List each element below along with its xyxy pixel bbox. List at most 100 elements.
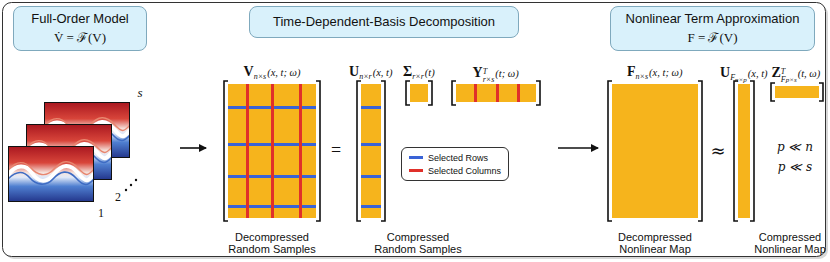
matrix-fill	[612, 84, 698, 218]
superscript: T	[781, 68, 786, 76]
matrix-block: YTr×s(t; ω)	[455, 63, 537, 102]
equals-sign: =	[331, 140, 341, 161]
approx-sign: ≈	[710, 140, 725, 161]
legend-swatch	[409, 156, 423, 159]
ellipsis-dot	[125, 189, 127, 191]
bracket	[750, 81, 754, 221]
script-stack: Tr×s	[483, 68, 495, 84]
subscript: p×s	[786, 76, 797, 84]
matrix-block: Vn×s(x, t; ω)	[227, 62, 317, 218]
matrix-symbol: U	[349, 64, 359, 79]
matrix-label: UFn×p(x, t)	[720, 63, 768, 89]
matrix-block: Fn×s(x, t; ω)	[611, 62, 699, 218]
bracket	[381, 81, 385, 221]
matrix-arguments: (t; ω)	[495, 68, 518, 79]
stack-index: 2	[115, 190, 121, 205]
outer-frame	[3, 3, 826, 257]
selected-column	[271, 84, 274, 218]
matrix-symbol: F	[627, 64, 636, 79]
flow-arrow	[558, 147, 598, 149]
bracket	[698, 81, 702, 221]
panel-caption: Decompressed Random Samples	[222, 231, 322, 255]
selected-row	[361, 205, 381, 208]
bracket	[316, 81, 320, 221]
rank-condition: p ≪ s	[778, 160, 812, 174]
matrix-fill	[361, 84, 381, 218]
ellipsis-dot	[130, 184, 132, 186]
matrix-label: YTr×s(t; ω)	[473, 63, 519, 84]
selected-column	[474, 84, 477, 102]
legend-row: Selected Rows	[409, 151, 501, 164]
matrix-arguments: (x, t; ω)	[649, 67, 682, 78]
matrix-fill	[456, 84, 536, 102]
section-header: Full-Order Model V̇ = ℱ(V)	[13, 6, 147, 51]
bracket	[536, 81, 540, 105]
selected-column	[496, 84, 499, 102]
header-title: Nonlinear Term Approximation	[626, 11, 800, 27]
script-stack: TF	[781, 68, 786, 84]
subscript: n×p	[735, 76, 747, 84]
bracket	[428, 81, 432, 105]
flow-arrow	[180, 147, 206, 149]
matrix-arguments: (x, t)	[373, 67, 393, 78]
legend-swatch	[409, 169, 423, 172]
selected-row	[361, 143, 381, 146]
subscript: n×r	[359, 72, 372, 81]
legend-text: Selected Rows	[428, 153, 488, 163]
subscript: r×s	[483, 76, 495, 84]
matrix-arguments: (x, t)	[748, 68, 768, 79]
matrix-block: UFn×p(x, t)	[719, 63, 769, 218]
matrix-symbol: Σ	[403, 64, 412, 79]
matrix-label: Vn×s(x, t; ω)	[244, 62, 301, 86]
section-header: Time-Dependent-Basis Decomposition	[249, 6, 519, 38]
subscript: F	[730, 73, 735, 82]
legend-row: Selected Columns	[409, 164, 501, 177]
matrix-block: Un×r(x, t)	[348, 62, 394, 218]
legend-box: Selected RowsSelected Columns	[401, 147, 509, 181]
legend-text: Selected Columns	[428, 166, 501, 176]
matrix-fill	[738, 84, 750, 218]
stack-index: s	[137, 85, 142, 101]
matrix-block: ZTFp×s(t, ω)	[771, 63, 822, 98]
matrix-symbol: U	[720, 65, 730, 80]
subscript: r×r	[412, 72, 424, 81]
header-formula: V̇ = ℱ(V)	[54, 29, 106, 46]
matrix-symbol: Z	[772, 65, 781, 80]
selected-column	[517, 84, 520, 102]
matrix-fill	[775, 86, 819, 98]
subscript: n×s	[636, 72, 649, 81]
section-header: Nonlinear Term Approximation F = ℱ(V)	[610, 6, 815, 51]
matrix-label: Σr×r(t)	[403, 62, 435, 86]
matrix-brackets	[224, 81, 823, 221]
matrix-label: Fn×s(x, t; ω)	[627, 62, 682, 86]
matrix-label: ZTFp×s(t, ω)	[772, 63, 821, 89]
panel-caption: Compressed Random Samples	[372, 231, 464, 255]
matrix-fill	[410, 84, 428, 102]
matrix-arguments: (t, ω)	[798, 68, 821, 79]
matrix-block: Σr×r(t)	[402, 62, 436, 102]
matrix-arguments: (t)	[425, 67, 435, 78]
matrix-fill	[228, 84, 316, 218]
header-title: Time-Dependent-Basis Decomposition	[273, 14, 495, 30]
header-title: Full-Order Model	[31, 11, 129, 27]
selected-row	[361, 106, 381, 109]
subscript: F	[781, 76, 786, 84]
matrix-symbol: Y	[473, 65, 483, 80]
matrix-symbol: V	[244, 64, 254, 79]
subscript: n×s	[254, 72, 267, 81]
bracket	[819, 83, 823, 101]
selected-row	[361, 175, 381, 178]
matrix-arguments: (x, t; ω)	[267, 67, 300, 78]
panel-caption: Decompressed Nonlinear Map	[605, 231, 705, 255]
selected-column	[299, 84, 302, 218]
panel-caption: Compressed Nonlinear Map	[750, 231, 830, 255]
header-formula: F = ℱ(V)	[687, 29, 737, 46]
ellipsis-dot	[135, 179, 137, 181]
superscript: T	[483, 68, 495, 76]
matrix-label: Un×r(x, t)	[349, 62, 392, 86]
stack-index: 1	[98, 206, 104, 221]
selected-column	[246, 84, 249, 218]
flow-snapshot	[8, 146, 94, 202]
rank-condition: p ≪ n	[777, 140, 813, 154]
